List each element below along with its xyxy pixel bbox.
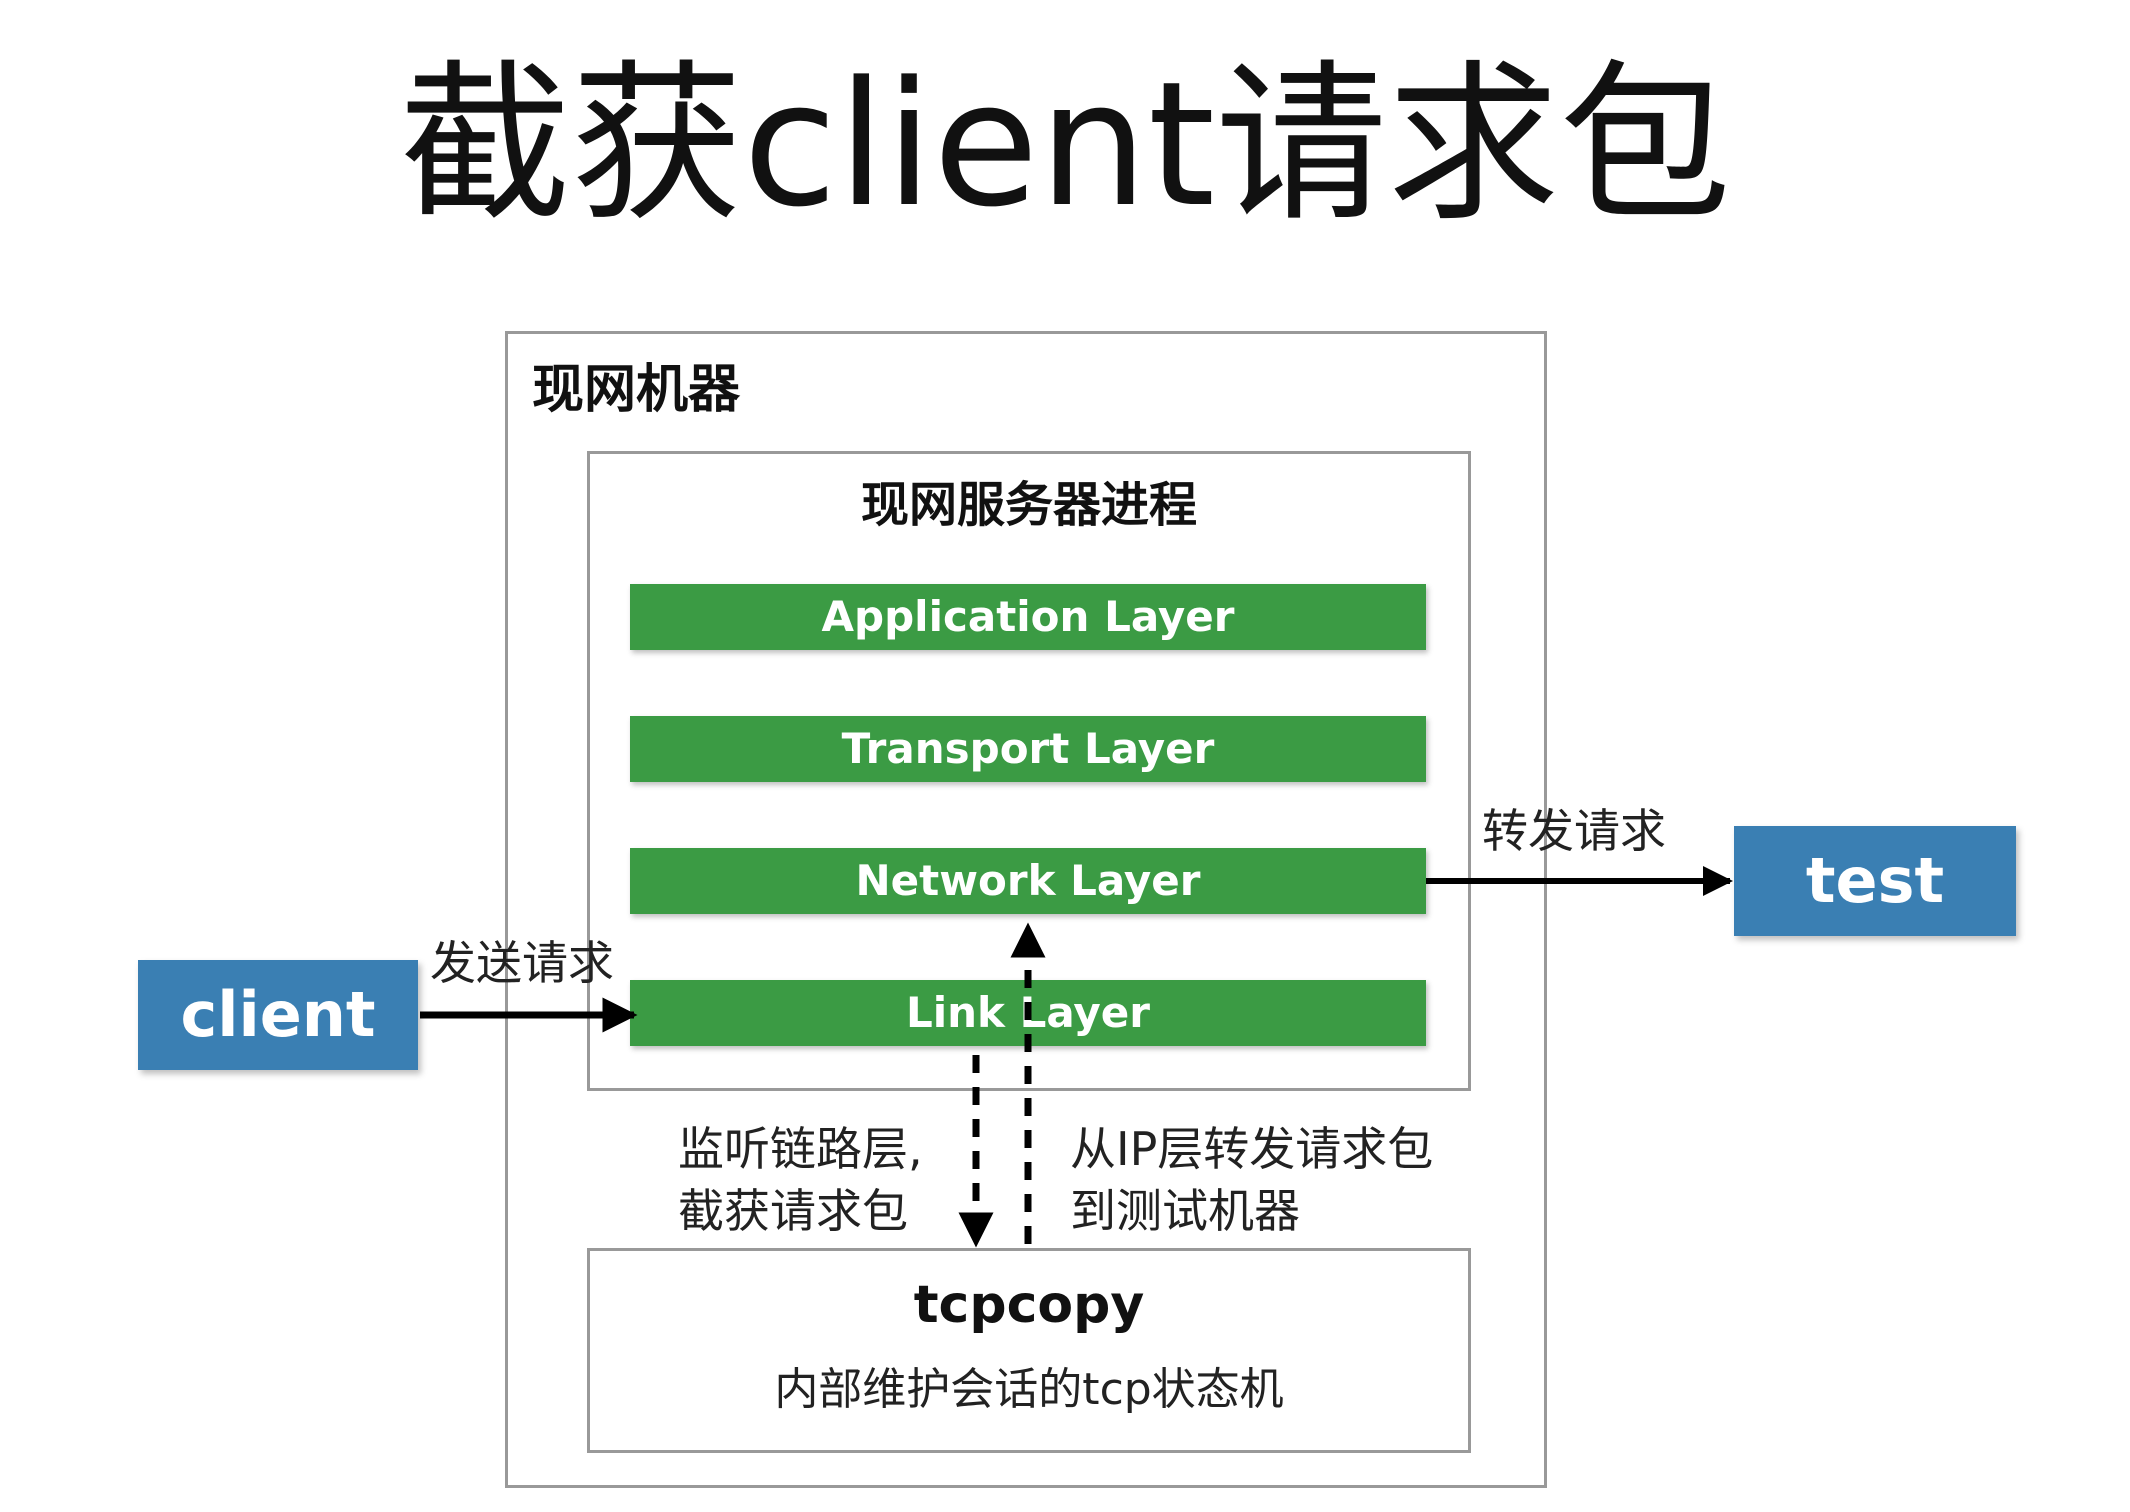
- application-layer: Application Layer: [630, 584, 1426, 650]
- page-title: 截获client请求包: [398, 44, 1732, 245]
- production-machine-box: [505, 331, 1547, 1488]
- tcpcopy-title: tcpcopy: [913, 1275, 1145, 1335]
- forward-request-label: 转发请求: [1482, 804, 1666, 858]
- production-machine-label: 现网机器: [532, 360, 741, 420]
- forward-ip-label-line1: 从IP层转发请求包: [1070, 1122, 1434, 1176]
- client-node: client: [138, 960, 418, 1070]
- server-process-box: [587, 451, 1471, 1091]
- forward-ip-label-line2: 到测试机器: [1070, 1184, 1300, 1238]
- send-request-label: 发送请求: [430, 936, 614, 990]
- network-layer: Network Layer: [630, 848, 1426, 914]
- server-process-label: 现网服务器进程: [860, 477, 1197, 533]
- tcpcopy-description: 内部维护会话的tcp状态机: [774, 1364, 1284, 1415]
- tcpcopy-box: [587, 1248, 1471, 1453]
- listen-link-label-line1: 监听链路层,: [678, 1122, 923, 1176]
- test-node: test: [1734, 826, 2016, 936]
- transport-layer: Transport Layer: [630, 716, 1426, 782]
- listen-link-label-line2: 截获请求包: [678, 1184, 908, 1238]
